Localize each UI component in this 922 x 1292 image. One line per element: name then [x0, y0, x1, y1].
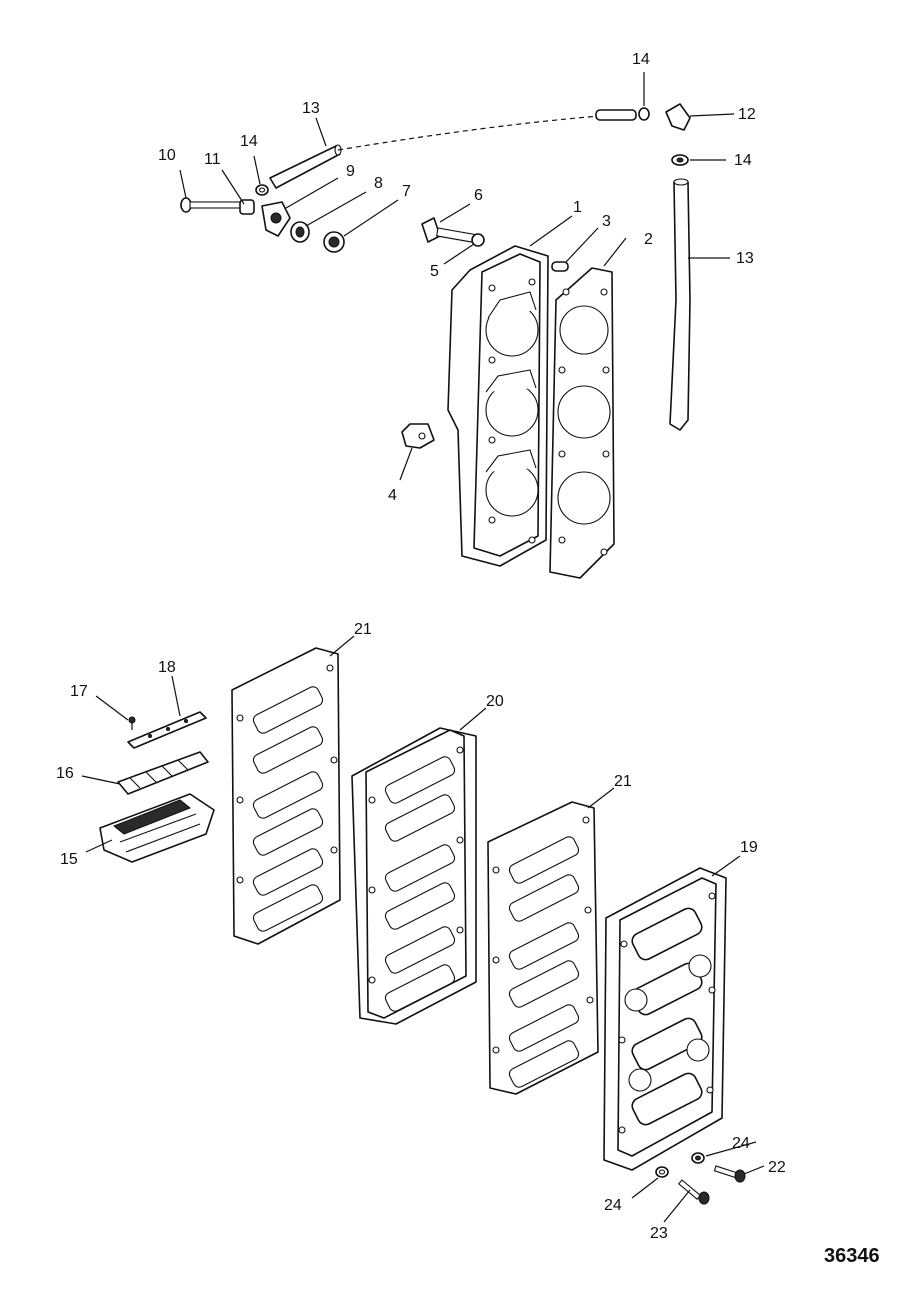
callout-23: 23 [650, 1225, 668, 1242]
figure-id: 36346 [824, 1245, 880, 1267]
washer-14-right [671, 154, 689, 166]
stop-plate-18 [127, 711, 207, 749]
callout-14-right: 14 [734, 152, 752, 169]
bolt-22 [713, 1165, 746, 1183]
bolt-10 [180, 197, 245, 213]
pin-3 [551, 261, 569, 272]
callout-24-left: 24 [604, 1197, 622, 1214]
callout-7: 7 [402, 183, 411, 200]
callout-2: 2 [644, 231, 653, 248]
callout-8: 8 [374, 175, 383, 192]
fitting-12 [665, 103, 691, 131]
callout-1: 1 [573, 199, 582, 216]
washer-24-left [655, 1166, 669, 1178]
callout-24-right: 24 [732, 1135, 750, 1152]
callout-20: 20 [486, 693, 504, 710]
seal-8 [290, 221, 310, 243]
callout-13-left: 13 [302, 100, 320, 117]
washer-14-upper-left [255, 184, 269, 196]
washer-24-right [691, 1152, 705, 1164]
clip-4 [401, 423, 435, 449]
callout-14-left: 14 [240, 133, 258, 150]
gasket-21-left [231, 647, 341, 945]
intake-housing-19 [603, 867, 727, 1171]
reed-petals-16 [117, 751, 209, 795]
washer-14-top [638, 107, 650, 121]
reed-block-15 [99, 793, 215, 863]
callout-4: 4 [388, 487, 397, 504]
callout-12: 12 [738, 106, 756, 123]
hose-13-long [669, 178, 691, 431]
callout-21-left: 21 [354, 621, 372, 638]
valve-9 [261, 201, 291, 237]
callout-10: 10 [158, 147, 176, 164]
cover-plate-1 [447, 245, 549, 567]
callout-13-right: 13 [736, 250, 754, 267]
callout-15: 15 [60, 851, 78, 868]
callout-3: 3 [602, 213, 611, 230]
bolt-6 [421, 217, 479, 244]
callout-16: 16 [56, 765, 74, 782]
hose-13-short [269, 115, 601, 189]
connector-tube [595, 109, 637, 121]
bolt-23 [678, 1179, 710, 1205]
reed-plate-20 [351, 727, 477, 1025]
callout-labels: 1 2 3 4 5 6 7 8 9 10 11 12 13 13 14 14 1… [56, 51, 786, 1242]
leader-lines [81, 72, 765, 1223]
callout-11: 11 [204, 151, 221, 168]
gasket-21-right [487, 801, 599, 1095]
callout-9: 9 [346, 163, 355, 180]
callout-21-right: 21 [614, 773, 632, 790]
callout-22: 22 [768, 1159, 786, 1176]
callout-17: 17 [70, 683, 88, 700]
callout-14-top: 14 [632, 51, 650, 68]
callout-19: 19 [740, 839, 758, 856]
callout-5: 5 [430, 263, 439, 280]
washer-5 [471, 233, 485, 247]
callout-6: 6 [474, 187, 483, 204]
screw-17 [128, 716, 136, 730]
gasket-2 [549, 267, 615, 579]
seal-7 [323, 231, 345, 253]
callout-18: 18 [158, 659, 176, 676]
